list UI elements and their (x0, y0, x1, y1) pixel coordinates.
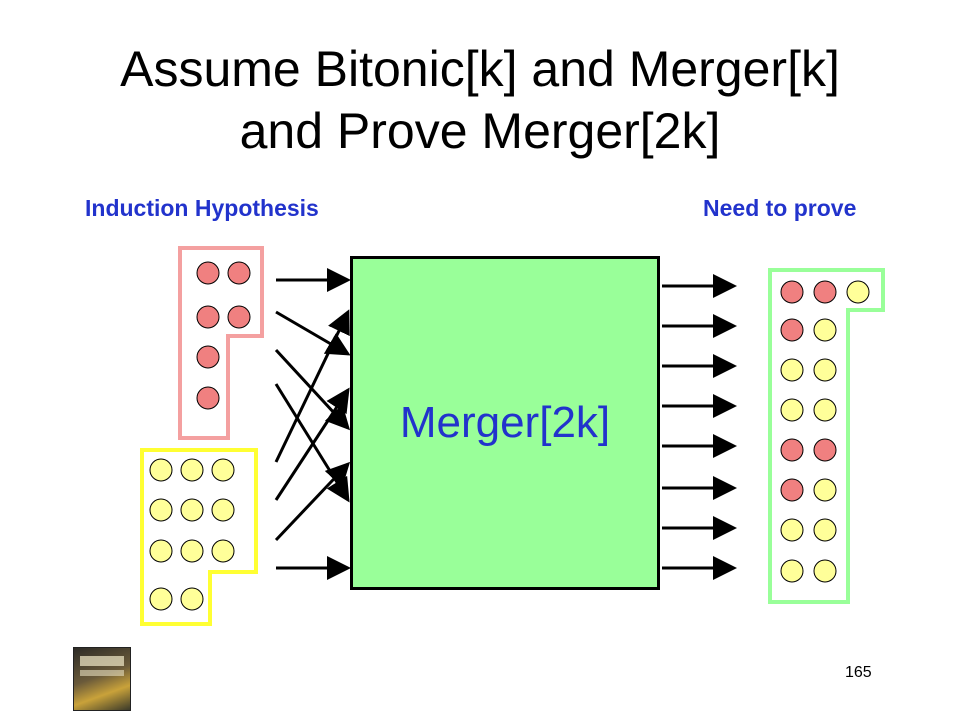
yellow-ball (813, 358, 837, 382)
yellow-ball (149, 539, 173, 563)
output-group-outline (768, 268, 885, 604)
red-ball (813, 438, 837, 462)
red-ball (780, 438, 804, 462)
title-line-1: Assume Bitonic[k] and Merger[k] (120, 41, 840, 97)
merger-label: Merger[2k] (399, 398, 611, 447)
need-to-prove-label: Need to prove (703, 195, 857, 221)
top-left-group-outline (178, 246, 264, 440)
yellow-ball (780, 358, 804, 382)
red-ball (780, 318, 804, 342)
yellow-ball (211, 458, 235, 482)
input-wire-6 (274, 387, 350, 501)
input-wire-2 (275, 310, 351, 356)
red-ball (196, 305, 220, 329)
yellow-ball (813, 478, 837, 502)
yellow-ball (180, 587, 204, 611)
yellow-ball (180, 458, 204, 482)
yellow-ball (780, 518, 804, 542)
red-ball (780, 280, 804, 304)
red-ball (227, 305, 251, 329)
page-number: 165 (845, 664, 872, 681)
title-line-2: and Prove Merger[2k] (239, 103, 721, 159)
input-wires (274, 268, 351, 580)
token-balls (149, 261, 870, 611)
yellow-ball (211, 539, 235, 563)
yellow-ball (780, 398, 804, 422)
yellow-ball (780, 559, 804, 583)
induction-hypothesis-label: Induction Hypothesis (85, 195, 319, 221)
yellow-ball (149, 498, 173, 522)
red-ball (813, 280, 837, 304)
input-wire-7 (274, 461, 351, 542)
yellow-ball (813, 398, 837, 422)
red-ball (196, 345, 220, 369)
yellow-ball (180, 498, 204, 522)
bottom-left-group-outline (140, 448, 258, 626)
yellow-ball (813, 318, 837, 342)
yellow-ball (149, 587, 173, 611)
output-wires (662, 274, 737, 580)
yellow-ball (211, 498, 235, 522)
red-ball (196, 386, 220, 410)
slide-title: Assume Bitonic[k] and Merger[k] and Prov… (0, 38, 960, 162)
yellow-ball (813, 518, 837, 542)
yellow-ball (813, 559, 837, 583)
red-ball (227, 261, 251, 285)
red-ball (780, 478, 804, 502)
red-ball (196, 261, 220, 285)
yellow-ball (180, 539, 204, 563)
input-wire-5 (274, 309, 350, 463)
yellow-ball (149, 458, 173, 482)
book-cover-icon (73, 647, 131, 711)
merger-box (350, 256, 660, 590)
yellow-ball (846, 280, 870, 304)
